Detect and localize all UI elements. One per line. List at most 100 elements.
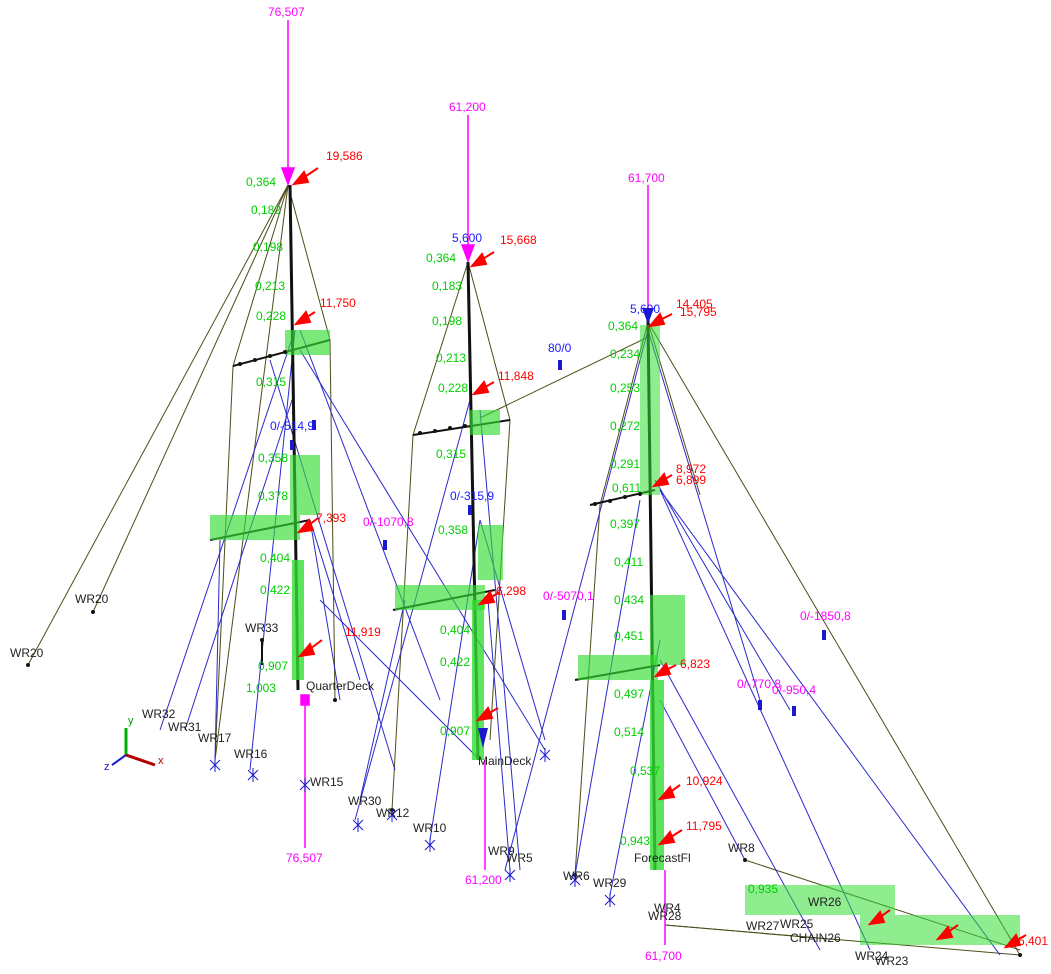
node-label[interactable]: WR28: [648, 909, 682, 923]
value-label: 0,404: [260, 551, 290, 565]
node-label[interactable]: WR8: [728, 841, 755, 855]
force-label: 15,795: [680, 305, 717, 319]
value-label: 0,198: [253, 240, 283, 254]
node-label[interactable]: WR12: [376, 806, 410, 820]
node-label[interactable]: WR4: [654, 901, 681, 915]
value-label: 0,228: [438, 381, 468, 395]
node-label[interactable]: WR26: [808, 895, 842, 909]
mast1-head-force: 19,586: [326, 149, 363, 163]
axis-x-label: x: [158, 755, 164, 767]
blue-load-label: 0/-315,9: [450, 489, 494, 503]
force-label: 11,750: [320, 296, 356, 310]
node-label[interactable]: WR33: [245, 621, 279, 635]
force-label: 11,795: [686, 819, 722, 833]
value-label: 0,183: [432, 279, 462, 293]
magenta-load-label: 0/-1070,8: [363, 515, 414, 529]
node-label[interactable]: WR27: [746, 919, 780, 933]
value-label: 0,514: [614, 725, 644, 739]
node-label[interactable]: WR31: [168, 720, 202, 734]
value-label: 0,404: [440, 623, 470, 637]
node-label[interactable]: ForecastFl: [634, 851, 691, 865]
value-label: 0,611: [612, 481, 641, 495]
blue-labels: 5,600 5,600 0/-514,9 0/-315,9 80/0: [270, 231, 660, 503]
mast2-top-load: 61,200: [449, 100, 486, 114]
node-label[interactable]: WR9: [488, 844, 515, 858]
value-label: 0,411: [614, 555, 643, 569]
node-label[interactable]: WR17: [198, 731, 232, 745]
axis-z-label: z: [104, 761, 110, 773]
value-label: 0,182: [251, 203, 281, 217]
red-force-arrows: [291, 167, 1027, 949]
node-label[interactable]: WR15: [310, 775, 344, 789]
magenta-load-label: 0/-770,8: [737, 677, 781, 691]
mast2-head-force: 15,668: [500, 233, 537, 247]
stays-layer: [27, 184, 1021, 956]
magenta-load-label: 0/-5070,1: [543, 589, 594, 603]
axis-triad: y x z: [104, 715, 164, 773]
node-label[interactable]: WR10: [413, 821, 447, 835]
value-label: 0,364: [426, 251, 456, 265]
value-label: 0,907: [440, 724, 470, 738]
mast2-bottom-load: 61,200: [465, 873, 502, 887]
value-label: 0,358: [258, 451, 288, 465]
blue-load-label: 0/-514,9: [270, 419, 314, 433]
value-label: 0,537: [630, 764, 660, 778]
value-label: 0,364: [246, 175, 276, 189]
value-label: 0,213: [436, 351, 466, 365]
magenta-loads: [280, 20, 666, 945]
value-label: 0,234: [610, 347, 640, 361]
force-label: 11,919: [345, 625, 381, 639]
value-label: 0,397: [610, 517, 640, 531]
value-label: 0,451: [614, 629, 644, 643]
node-label[interactable]: WR20: [75, 592, 109, 606]
value-label: 0,364: [608, 319, 638, 333]
value-label: 0,907: [258, 659, 288, 673]
value-label: 0,272: [610, 419, 640, 433]
red-force-labels: 11,750 11,848 15,795 8,972 6,899 7,393 6…: [316, 296, 1048, 948]
value-label: 0,228: [256, 309, 286, 323]
value-label: 0,943: [620, 834, 650, 848]
blue-loads: [290, 308, 826, 748]
mast1-bottom-load: 76,507: [286, 851, 323, 865]
value-label: 0,198: [432, 314, 462, 328]
node-label[interactable]: WR25: [780, 917, 814, 931]
value-label: 0,358: [438, 523, 468, 537]
blue-load-label: 80/0: [548, 341, 572, 355]
node-label[interactable]: WR6: [563, 869, 590, 883]
nodes-layer: [26, 350, 1022, 957]
blue-load-label: 5,600: [452, 231, 482, 245]
node-label[interactable]: CHAIN26: [790, 931, 841, 945]
node-label[interactable]: WR16: [234, 747, 268, 761]
magenta-load-label: 0/-950,4: [772, 683, 816, 697]
node-label[interactable]: QuarterDeck: [306, 679, 375, 693]
mast3-top-load: 61,700: [628, 171, 665, 185]
axis-y-label: y: [128, 715, 134, 727]
force-label: 10,924: [686, 774, 723, 788]
node-label[interactable]: WR20: [10, 646, 44, 660]
mast1-top-load: 76,507: [268, 5, 305, 19]
value-label: 0,422: [260, 583, 290, 597]
masts-layer: [288, 184, 657, 871]
node-label[interactable]: WR24: [855, 949, 889, 963]
value-label: 0,422: [440, 655, 470, 669]
node-label[interactable]: WR30: [348, 794, 382, 808]
force-label: 6,823: [680, 657, 710, 671]
force-label: 6,899: [676, 473, 706, 487]
mast3-bottom-load: 61,700: [645, 949, 682, 963]
supports-layer: [209, 748, 616, 907]
node-label[interactable]: WR5: [506, 851, 533, 865]
magenta-load-label: 0/-1850,8: [800, 609, 851, 623]
value-label: 0,253: [610, 381, 640, 395]
node-label[interactable]: WR32: [142, 707, 176, 721]
force-label: 7,393: [316, 511, 346, 525]
magenta-labels: 0/-1070,8 0/-5070,1 0/-1850,8 0/-770,8 0…: [363, 515, 851, 697]
blue-load-label: 5,600: [630, 302, 660, 316]
value-label: 0,378: [258, 489, 288, 503]
node-label[interactable]: MainDeck: [478, 754, 532, 768]
node-label[interactable]: WR29: [593, 876, 627, 890]
node-label[interactable]: WR23: [875, 954, 909, 968]
value-label: 0,935: [748, 882, 778, 896]
node-labels: WR20 WR20 WR32 WR31 WR17 WR16 WR33 WR15 …: [10, 592, 909, 968]
force-label: 6,298: [496, 584, 526, 598]
